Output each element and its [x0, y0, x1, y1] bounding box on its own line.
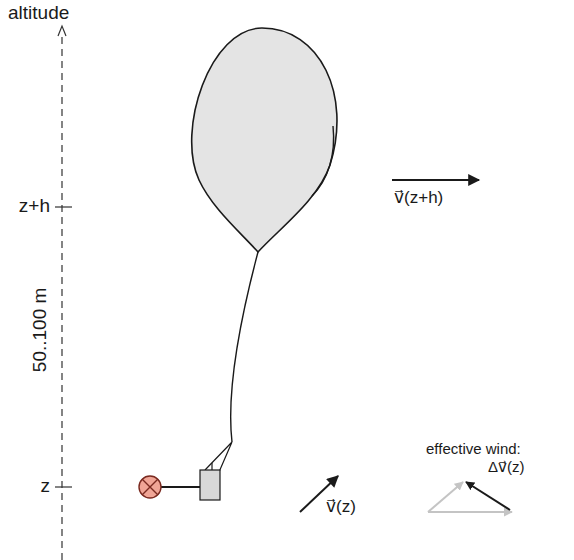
- vector-triangle: [428, 482, 512, 512]
- tick-label: z: [41, 475, 51, 497]
- tick-label: z+h: [19, 195, 50, 217]
- altitude-axis: [55, 26, 72, 560]
- vector-label: Δv⃗(z): [486, 458, 526, 475]
- wind-arrow-top: [392, 179, 479, 181]
- vector-label: v⃗(z): [326, 497, 356, 517]
- legend-note: effective wind:: [426, 440, 521, 457]
- vector-label: v⃗(z+h): [394, 188, 443, 208]
- distance-dimension: 50..100 m: [29, 288, 51, 373]
- gondola: [139, 252, 258, 500]
- balloon: [192, 28, 337, 252]
- axis-title: altitude: [8, 2, 69, 24]
